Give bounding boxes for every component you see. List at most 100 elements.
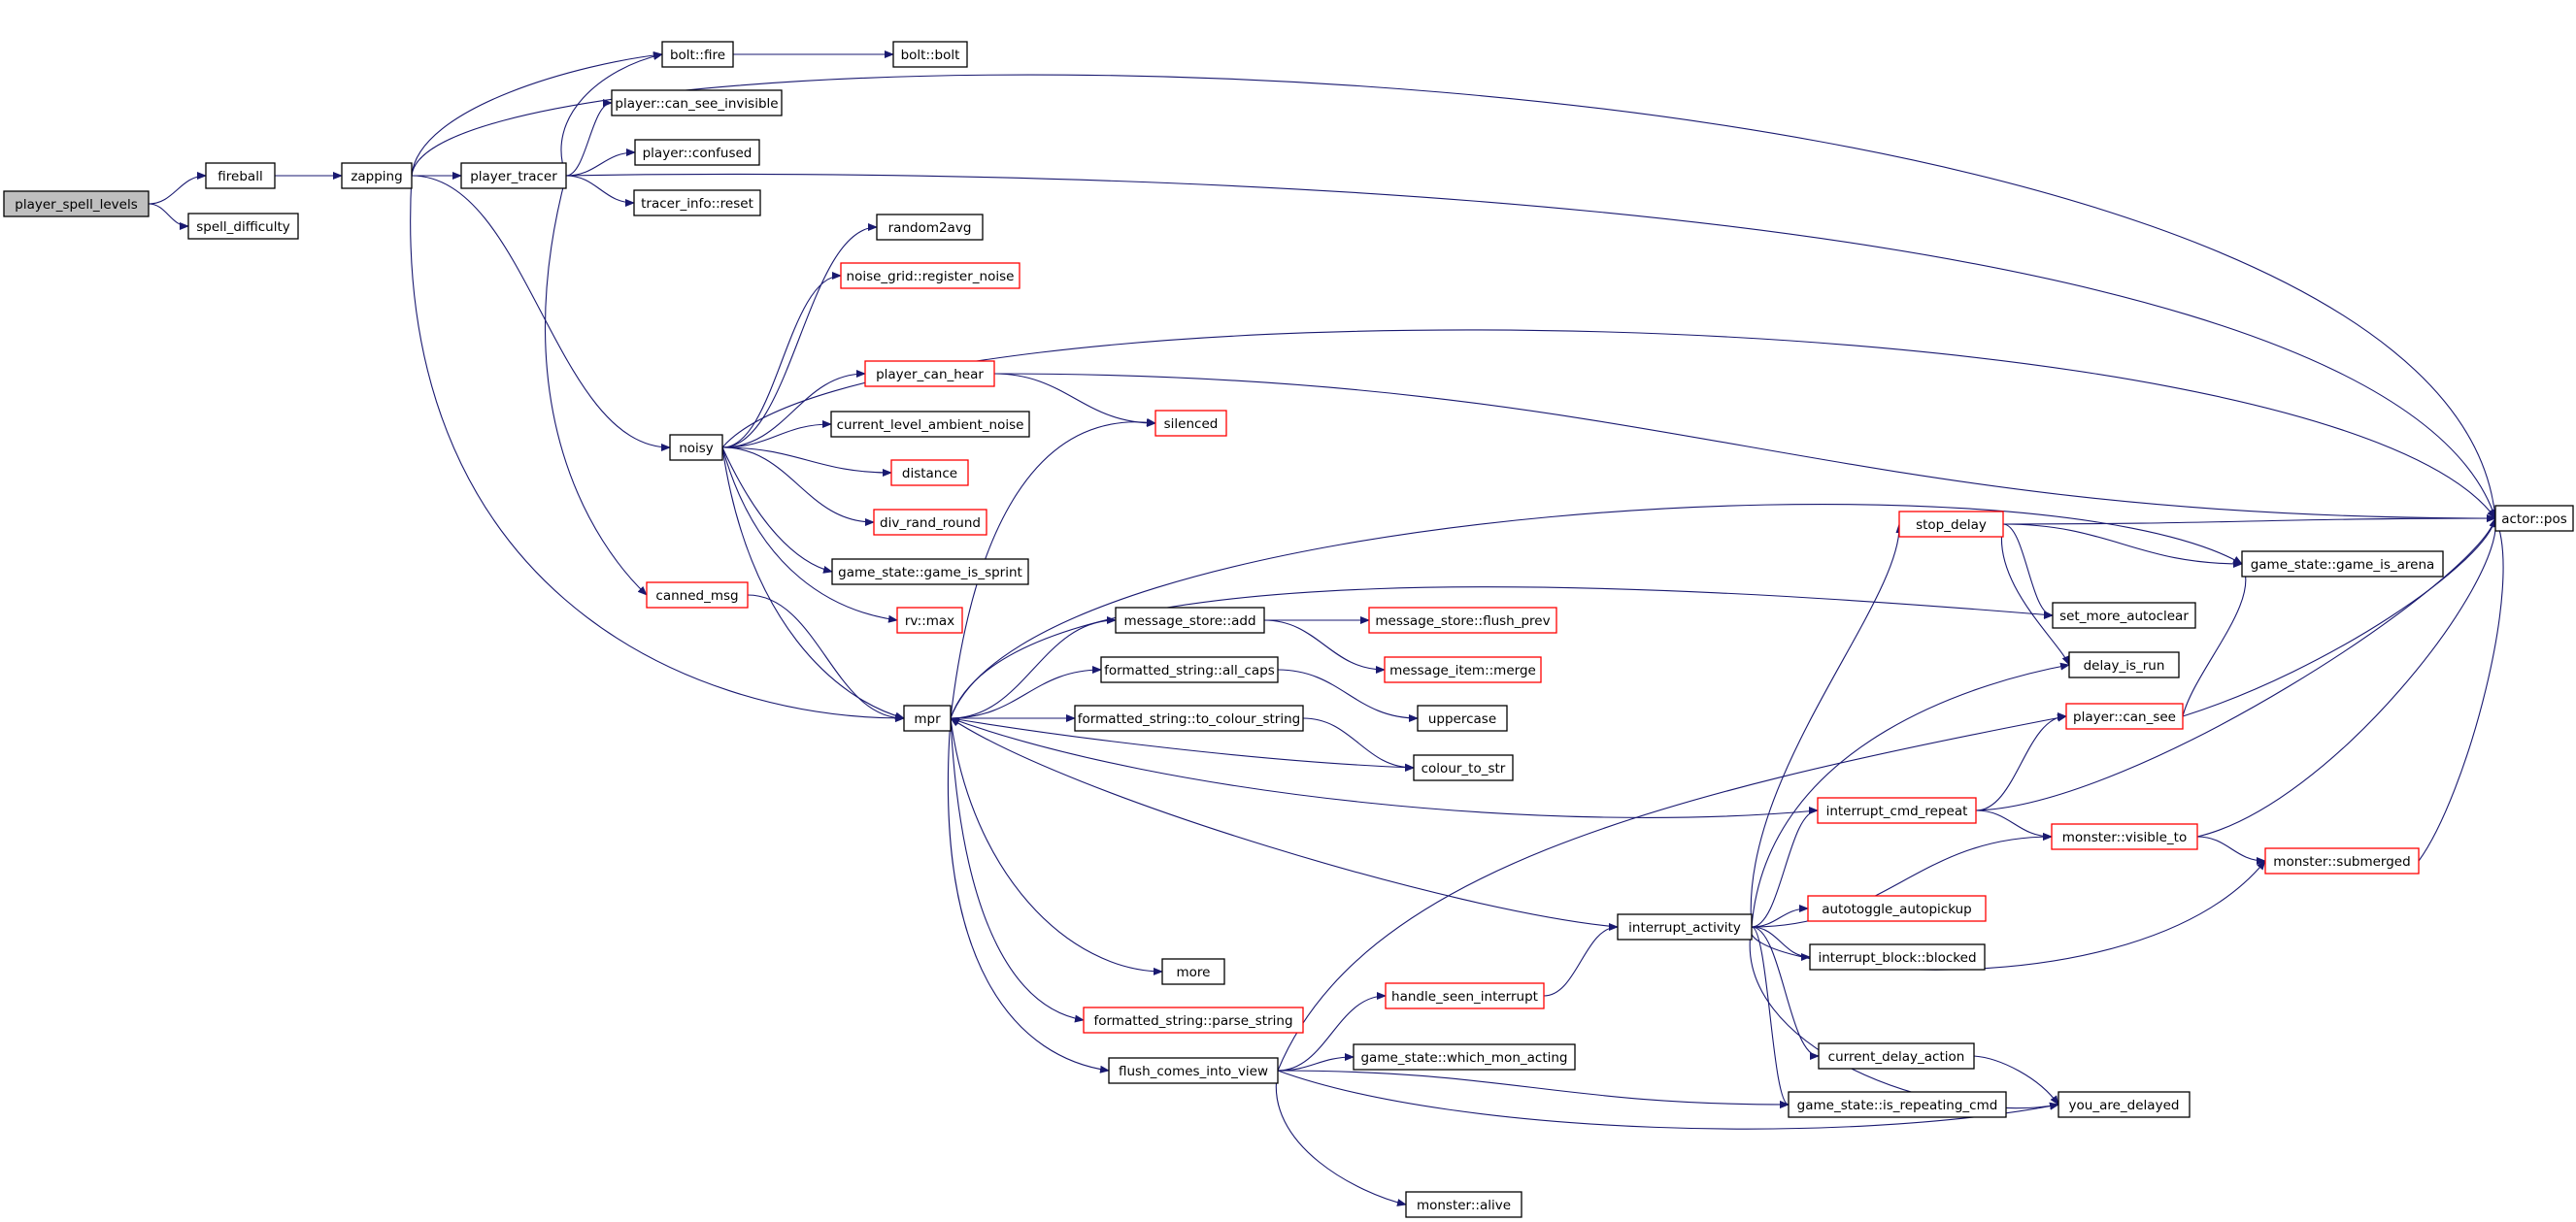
node-label: player::confused bbox=[643, 146, 753, 161]
edge-player_can_hear-to-actor_pos bbox=[993, 373, 2496, 522]
node-noisy[interactable]: noisy bbox=[669, 434, 723, 461]
node-player-spell-levels[interactable]: player_spell_levels bbox=[3, 190, 150, 217]
node-message-item-merge[interactable]: message_item::merge bbox=[1384, 656, 1542, 683]
node-label: player_spell_levels bbox=[15, 197, 137, 213]
node-interrupt-activity[interactable]: interrupt_activity bbox=[1617, 913, 1753, 941]
node-rv-max[interactable]: rv::max bbox=[896, 607, 963, 634]
node-box bbox=[633, 189, 761, 216]
node-box bbox=[611, 89, 783, 116]
node-stop-delay[interactable]: stop_delay bbox=[1898, 511, 2004, 538]
node-spell-difficulty[interactable]: spell_difficulty bbox=[187, 213, 299, 240]
node-label: div_rand_round bbox=[880, 515, 981, 531]
node-box bbox=[1115, 607, 1265, 634]
node-current-delay-action[interactable]: current_delay_action bbox=[1818, 1042, 1975, 1070]
node-label: game_state::which_mon_acting bbox=[1360, 1050, 1567, 1066]
node-box bbox=[1807, 895, 1987, 922]
node-monster-submerged[interactable]: monster::submerged bbox=[2264, 847, 2420, 875]
node-monster-alive[interactable]: monster::alive bbox=[1405, 1191, 1522, 1218]
node-div-rand-round[interactable]: div_rand_round bbox=[873, 509, 987, 536]
node-label: canned_msg bbox=[655, 588, 738, 604]
node-mpr[interactable]: mpr bbox=[903, 705, 952, 732]
node-box bbox=[1384, 656, 1542, 683]
node-game-state-game-is-arena[interactable]: game_state::game_is_arena bbox=[2241, 550, 2444, 578]
node-label: noise_grid::register_noise bbox=[847, 269, 1015, 284]
node-silenced[interactable]: silenced bbox=[1154, 410, 1227, 437]
edge-player_can_hear-to-silenced bbox=[993, 373, 1156, 427]
node-player-tracer[interactable]: player_tracer bbox=[460, 162, 567, 189]
node-player-can-see[interactable]: player::can_see bbox=[2065, 703, 2184, 730]
node-box bbox=[341, 162, 413, 189]
node-label: player::can_see bbox=[2073, 710, 2176, 725]
node-noise-grid-register-noise[interactable]: noise_grid::register_noise bbox=[840, 262, 1020, 289]
edge-player_can_see-to-actor_pos bbox=[2182, 517, 2497, 717]
node-message-store-flush-prev[interactable]: message_store::flush_prev bbox=[1368, 607, 1557, 634]
node-player-can-see-invisible[interactable]: player::can_see_invisible bbox=[611, 89, 783, 116]
edge-player_tracer-to-player_can_see_invisible bbox=[565, 99, 613, 177]
edge-player_tracer-to-player_confused bbox=[565, 149, 636, 177]
edge-mpr-to-formatted_string_all_caps bbox=[950, 666, 1102, 719]
node-zapping[interactable]: zapping bbox=[341, 162, 413, 189]
node-label: set_more_autoclear bbox=[2059, 609, 2189, 624]
edge-mpr-to-silenced bbox=[950, 417, 1156, 719]
node-tracer-info-reset[interactable]: tracer_info::reset bbox=[633, 189, 761, 216]
node-current-level-ambient-noise[interactable]: current_level_ambient_noise bbox=[830, 411, 1030, 438]
node-game-state-which-mon-acting[interactable]: game_state::which_mon_acting bbox=[1353, 1043, 1576, 1071]
node-colour-to-str[interactable]: colour_to_str bbox=[1413, 754, 1514, 781]
edge-noisy-to-game_state_game_is_sprint bbox=[721, 446, 833, 574]
node-game-state-game-is-sprint[interactable]: game_state::game_is_sprint bbox=[831, 558, 1029, 585]
node-label: fireball bbox=[217, 169, 262, 184]
node-formatted-string-parse-string[interactable]: formatted_string::parse_string bbox=[1083, 1007, 1304, 1034]
node-formatted-string-all-caps[interactable]: formatted_string::all_caps bbox=[1100, 656, 1279, 683]
node-box bbox=[1818, 1042, 1975, 1070]
edge-noisy-to-current_level_ambient_noise bbox=[721, 420, 832, 448]
node-delay-is-run[interactable]: delay_is_run bbox=[2068, 651, 2180, 678]
node-random2avg[interactable]: random2avg bbox=[876, 214, 984, 241]
node-fireball[interactable]: fireball bbox=[205, 162, 276, 189]
node-you-are-delayed[interactable]: you_are_delayed bbox=[2057, 1091, 2191, 1118]
node-distance[interactable]: distance bbox=[890, 459, 969, 486]
node-box bbox=[2494, 505, 2574, 532]
node-player-confused[interactable]: player::confused bbox=[634, 139, 760, 166]
node-box bbox=[646, 581, 749, 609]
node-autotoggle-autopickup[interactable]: autotoggle_autopickup bbox=[1807, 895, 1987, 922]
node-label: zapping bbox=[351, 169, 402, 184]
node-box bbox=[661, 41, 734, 68]
node-bolt-fire[interactable]: bolt::fire bbox=[661, 41, 734, 68]
edge-flush_comes_into_view-to-monster_alive bbox=[1275, 1070, 1407, 1206]
edge-interrupt_cmd_repeat-to-player_can_see bbox=[1975, 712, 2067, 811]
edge-stop_delay-to-set_more_autoclear bbox=[2002, 523, 2054, 619]
node-handle-seen-interrupt[interactable]: handle_seen_interrupt bbox=[1385, 982, 1545, 1009]
node-uppercase[interactable]: uppercase bbox=[1417, 705, 1508, 732]
node-box bbox=[1100, 656, 1279, 683]
node-label: current_level_ambient_noise bbox=[837, 417, 1024, 433]
node-message-store-add[interactable]: message_store::add bbox=[1115, 607, 1265, 634]
edge-interrupt_activity-to-interrupt_cmd_repeat bbox=[1751, 807, 1819, 928]
node-label: formatted_string::to_colour_string bbox=[1078, 711, 1300, 727]
node-set-more-autoclear[interactable]: set_more_autoclear bbox=[2052, 602, 2196, 629]
node-box bbox=[892, 41, 968, 68]
node-player-can-hear[interactable]: player_can_hear bbox=[864, 360, 995, 387]
node-bolt-bolt[interactable]: bolt::bolt bbox=[892, 41, 968, 68]
node-box bbox=[187, 213, 299, 240]
node-actor-pos[interactable]: actor::pos bbox=[2494, 505, 2574, 532]
node-box bbox=[876, 214, 984, 241]
node-interrupt-cmd-repeat[interactable]: interrupt_cmd_repeat bbox=[1817, 797, 1977, 824]
node-canned-msg[interactable]: canned_msg bbox=[646, 581, 749, 609]
edge-flush_comes_into_view-to-game_state_is_repeating_cmd bbox=[1277, 1070, 1790, 1108]
node-interrupt-block-blocked[interactable]: interrupt_block::blocked bbox=[1809, 943, 1986, 971]
node-box bbox=[1353, 1043, 1576, 1071]
node-box bbox=[1108, 1057, 1279, 1084]
edge-formatted_string_to_colour_string-to-colour_to_str bbox=[1302, 717, 1415, 772]
node-label: tracer_info::reset bbox=[641, 196, 753, 212]
node-box bbox=[669, 434, 723, 461]
edge-player_tracer-to-bolt_fire bbox=[560, 52, 663, 177]
node-box bbox=[830, 411, 1030, 438]
node-box bbox=[1368, 607, 1557, 634]
edge-mpr-to-set_more_autoclear bbox=[950, 586, 2054, 719]
node-flush-comes-into-view[interactable]: flush_comes_into_view bbox=[1108, 1057, 1279, 1084]
node-game-state-is-repeating-cmd[interactable]: game_state::is_repeating_cmd bbox=[1788, 1091, 2007, 1118]
node-more[interactable]: more bbox=[1161, 958, 1225, 985]
node-monster-visible-to[interactable]: monster::visible_to bbox=[2051, 823, 2198, 850]
node-label: formatted_string::all_caps bbox=[1104, 663, 1275, 678]
node-formatted-string-to-colour-string[interactable]: formatted_string::to_colour_string bbox=[1074, 705, 1304, 732]
